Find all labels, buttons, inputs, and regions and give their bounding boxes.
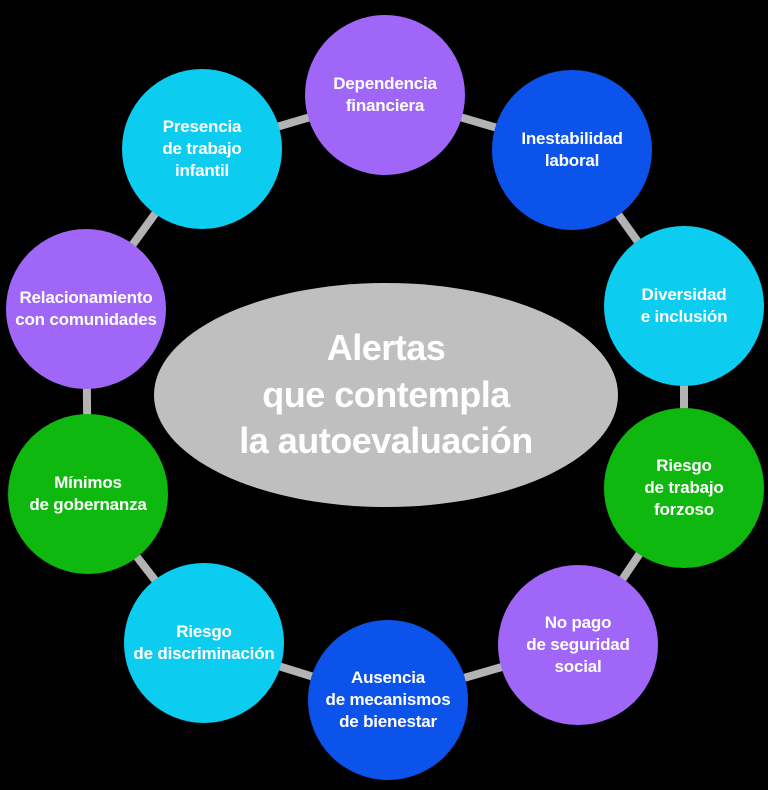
diagram-node-label: Riesgo de discriminación	[133, 622, 275, 663]
diagram-node-riesgo-de-trabajo-forzoso: Riesgo de trabajo forzoso	[604, 408, 764, 568]
diagram-node-relacionamiento-con-comunidades: Relacionamiento con comunidades	[6, 229, 166, 389]
diagram-node-label: Dependencia financiera	[333, 74, 437, 115]
diagram-node-inestabilidad-laboral: Inestabilidad laboral	[492, 70, 652, 230]
diagram-node-label: Riesgo de trabajo forzoso	[644, 456, 724, 519]
diagram-node-label: Inestabilidad laboral	[521, 129, 623, 170]
diagram-node-dependencia-financiera: Dependencia financiera	[305, 15, 465, 175]
diagram-node-label: Ausencia de mecanismos de bienestar	[325, 668, 451, 731]
diagram-node-ausencia-de-mecanismos-de-bienestar: Ausencia de mecanismos de bienestar	[308, 620, 468, 780]
diagram-node-label: Mínimos de gobernanza	[29, 473, 147, 514]
diagram-node-riesgo-de-discriminacion: Riesgo de discriminación	[124, 563, 284, 723]
diagram-node-label: No pago de seguridad social	[526, 613, 630, 676]
diagram-node-label: Relacionamiento con comunidades	[15, 288, 157, 329]
diagram-node-diversidad-e-inclusion: Diversidad e inclusión	[604, 226, 764, 386]
diagram-node-label: Diversidad e inclusión	[640, 285, 728, 326]
diagram-node-minimos-de-gobernanza: Mínimos de gobernanza	[8, 414, 168, 574]
diagram-node-no-pago-de-seguridad-social: No pago de seguridad social	[498, 565, 658, 725]
center-ellipse: Alertas que contempla la autoevaluación	[154, 283, 618, 507]
diagram-title: Alertas que contempla la autoevaluación	[239, 326, 533, 462]
diagram-node-presencia-de-trabajo-infantil: Presencia de trabajo infantil	[122, 69, 282, 229]
diagram-node-label: Presencia de trabajo infantil	[162, 117, 242, 180]
